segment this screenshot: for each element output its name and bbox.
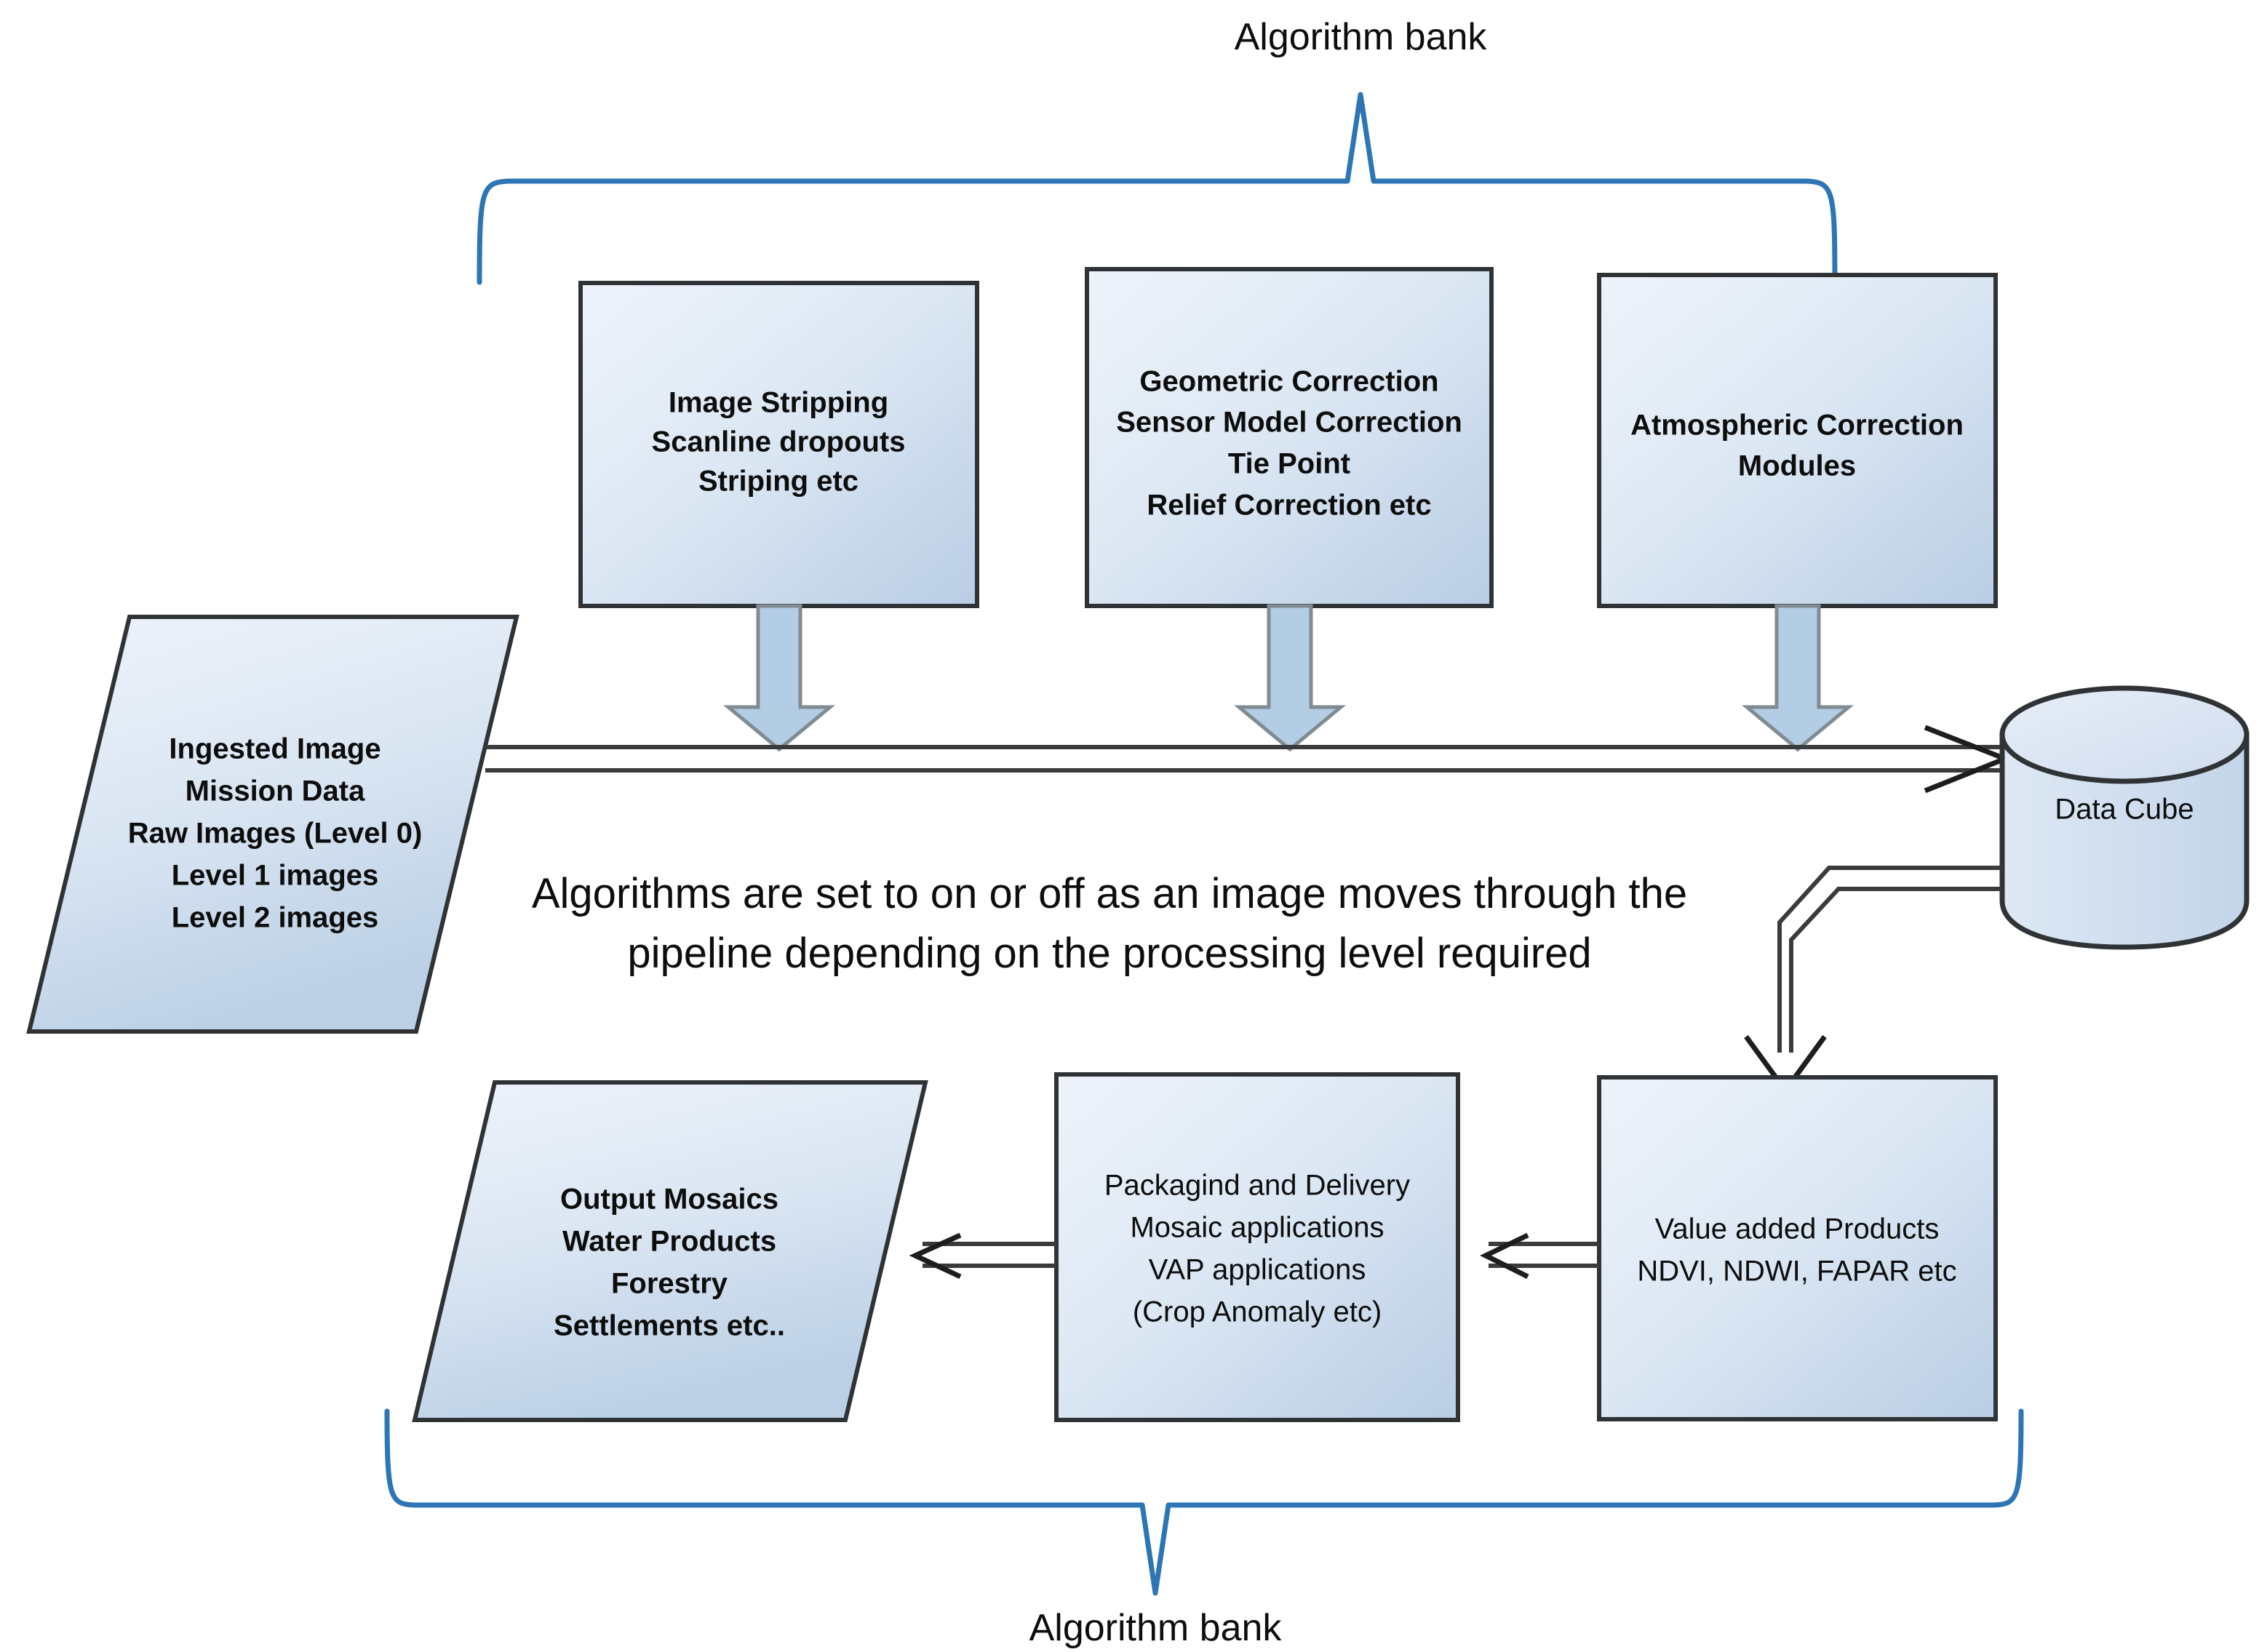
note-line-1: Algorithms are set to on or off as an im…	[532, 870, 1687, 917]
top-algorithm-bank-brace	[477, 92, 1838, 285]
node-atmospheric-correction[interactable]: Atmospheric Correction Modules	[1597, 273, 1998, 608]
output-mosaics-line-3: Forestry	[611, 1268, 728, 1300]
node-value-added-products[interactable]: Value added Products NDVI, NDWI, FAPAR e…	[1597, 1075, 1998, 1421]
output-mosaics-line-2: Water Products	[562, 1226, 776, 1258]
packaging-delivery-line-2: Mosaic applications	[1130, 1212, 1384, 1244]
block-arrow-geometric-correction-down	[1234, 604, 1346, 752]
value-added-products-box[interactable]	[1597, 1075, 1998, 1421]
data-cube-label: Data Cube	[2055, 794, 2194, 826]
data-cube-body[interactable]	[1999, 732, 2250, 950]
output-mosaics-line-4: Settlements etc..	[554, 1310, 785, 1342]
packaging-delivery-line-3: VAP applications	[1149, 1254, 1366, 1286]
note-line-2: pipeline depending on the processing lev…	[627, 930, 1591, 977]
geometric-correction-line-3: Tie Point	[1228, 448, 1350, 480]
connector-packaging-to-output	[909, 1232, 1056, 1280]
output-mosaics-line-1: Output Mosaics	[560, 1184, 778, 1216]
node-packaging-and-delivery[interactable]: Packagind and Delivery Mosaic applicatio…	[1054, 1072, 1460, 1422]
atmospheric-correction-line-2: Modules	[1738, 450, 1856, 482]
node-data-cube[interactable]: Data Cube	[1999, 685, 2250, 950]
connector-value-added-to-packaging	[1480, 1232, 1599, 1280]
image-stripping-line-1: Image Stripping	[669, 387, 888, 419]
geometric-correction-box[interactable]	[1085, 267, 1494, 608]
ingested-image-line-5: Level 2 images	[172, 902, 379, 934]
image-stripping-line-2: Scanline dropouts	[652, 426, 906, 458]
connector-datacube-to-value-added	[1744, 866, 2002, 1095]
atmospheric-correction-box[interactable]	[1597, 273, 1998, 608]
value-added-products-line-1: Value added Products	[1655, 1213, 1940, 1245]
ingested-image-line-3: Raw Images (Level 0)	[128, 818, 423, 850]
packaging-delivery-line-1: Packagind and Delivery	[1104, 1170, 1410, 1202]
ingested-image-line-2: Mission Data	[186, 775, 365, 807]
bottom-algorithm-bank-brace	[384, 1408, 2024, 1596]
node-ingested-image[interactable]: Ingested Image Mission Data Raw Images (…	[26, 615, 519, 1034]
geometric-correction-line-2: Sensor Model Correction	[1116, 407, 1462, 439]
packaging-delivery-box[interactable]	[1054, 1072, 1460, 1422]
bottom-brace-label: Algorithm bank	[1029, 1607, 1283, 1649]
value-added-products-line-2: NDVI, NDWI, FAPAR etc	[1637, 1256, 1956, 1288]
block-arrow-image-stripping-down	[723, 604, 835, 752]
output-mosaics-parallelogram[interactable]	[412, 1080, 928, 1422]
node-geometric-correction[interactable]: Geometric Correction Sensor Model Correc…	[1085, 267, 1494, 608]
connector-ingested-to-datacube	[485, 725, 2012, 794]
geometric-correction-line-1: Geometric Correction	[1139, 366, 1438, 398]
geometric-correction-line-4: Relief Correction etc	[1147, 490, 1431, 522]
image-stripping-line-3: Striping etc	[698, 466, 858, 498]
brace-bottom-path	[384, 1408, 2024, 1596]
ingested-image-line-4: Level 1 images	[172, 860, 379, 892]
packaging-delivery-line-4: (Crop Anomaly etc)	[1133, 1296, 1382, 1328]
ingested-image-line-1: Ingested Image	[169, 733, 381, 765]
top-brace-label: Algorithm bank	[1235, 16, 1488, 58]
ingested-image-parallelogram[interactable]	[26, 615, 519, 1034]
atmospheric-correction-line-1: Atmospheric Correction	[1630, 410, 1964, 442]
brace-top-path	[477, 92, 1838, 285]
block-arrow-atmospheric-correction-down	[1742, 604, 1854, 752]
node-output-mosaics[interactable]: Output Mosaics Water Products Forestry S…	[412, 1080, 928, 1422]
image-stripping-box[interactable]	[578, 281, 979, 608]
data-cube-top	[1999, 685, 2250, 784]
node-image-stripping[interactable]: Image Stripping Scanline dropouts Stripi…	[578, 281, 979, 608]
